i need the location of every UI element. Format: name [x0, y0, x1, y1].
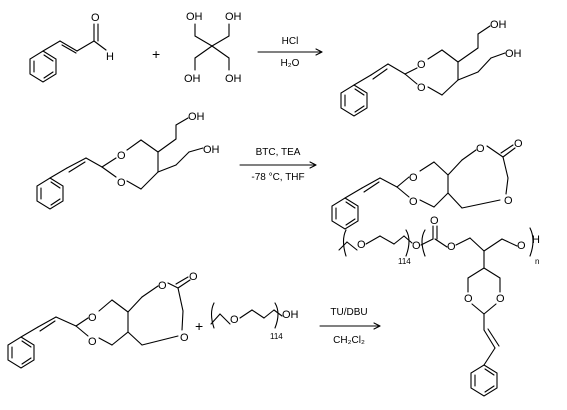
reaction-arrow-2: BTC, TEA -78 °C, THF: [239, 147, 317, 183]
reaction-3-solvent: CH₂Cl₂: [333, 335, 365, 346]
polymer-repeat-count: n: [535, 257, 539, 266]
ring-oxygen-label: O: [417, 82, 426, 94]
plus-sign-2: +: [195, 318, 203, 334]
reaction-arrow-3: TU/DBU CH₂Cl₂: [319, 307, 381, 346]
peg-reactant: O 114 OH: [210, 302, 299, 341]
hydroxyl-label: OH: [188, 111, 205, 123]
reaction-1-reagent: HCl: [282, 36, 299, 47]
cinnamaldehyde: O H: [29, 12, 114, 83]
ring-oxygen-label: O: [117, 150, 126, 162]
ring-oxygen-label: O: [88, 312, 97, 324]
peg-oxygen-label: O: [357, 239, 366, 251]
carbonyl-oxygen-label: O: [514, 138, 523, 150]
hydroxyl-label: OH: [490, 19, 507, 31]
reaction-3-catalyst: TU/DBU: [330, 307, 367, 318]
diol-acetal-reactant: O O OH OH: [36, 111, 220, 210]
cyclic-carbonate-product: O O O O O: [331, 138, 523, 230]
carbonyl-oxygen-label: O: [189, 271, 198, 283]
chain-oxygen-label: O: [517, 240, 526, 252]
ring-oxygen-label: O: [496, 293, 505, 305]
peg-oxygen-label: O: [230, 314, 239, 326]
pentaerythritol-oh-2: OH: [225, 11, 242, 23]
ring-oxygen-label: O: [417, 59, 426, 71]
carbonate-oxygen-label: O: [158, 280, 167, 292]
ring-oxygen-label: O: [409, 196, 418, 208]
peg-repeat-count: 114: [270, 332, 283, 341]
ring-oxygen-label: O: [117, 177, 126, 189]
reaction-1-solvent: H₂O: [281, 58, 300, 69]
carbonyl-oxygen-label: O: [430, 215, 439, 227]
ring-oxygen-label: O: [409, 172, 418, 184]
ring-oxygen-label: O: [464, 293, 473, 305]
hydroxyl-label: OH: [203, 144, 220, 156]
terminal-hydrogen-label: H: [532, 234, 540, 246]
pentaerythritol-oh-4: OH: [225, 73, 242, 85]
pentaerythritol-oh-3: OH: [184, 73, 201, 85]
reaction-2-conditions: -78 °C, THF: [251, 172, 304, 183]
plus-sign-1: +: [152, 46, 160, 62]
carbonate-oxygen-label: O: [447, 241, 456, 253]
aldehyde-hydrogen-label: H: [106, 51, 114, 63]
carbonate-oxygen-label: O: [180, 332, 189, 344]
peg-hydroxyl-label: OH: [282, 309, 299, 321]
reaction-arrow-1: HCl H₂O: [257, 36, 323, 69]
cyclic-carbonate-reactant: O O O O O: [7, 271, 198, 369]
ring-oxygen-label: O: [88, 336, 97, 348]
reaction-2-reagent: BTC, TEA: [256, 147, 301, 158]
pentaerythritol-oh-1: OH: [186, 11, 203, 23]
hydroxyl-label: OH: [505, 48, 522, 60]
peg-block-repeat-count: 114: [398, 257, 411, 266]
block-copolymer-product: O 114 O O O O n H O O: [338, 215, 540, 397]
carbonate-oxygen-label: O: [504, 195, 513, 207]
pentaerythritol: OH OH OH OH: [184, 11, 242, 85]
product-diol-acetal: O O OH OH: [340, 19, 522, 117]
carbonate-oxygen-label: O: [476, 143, 485, 155]
aldehyde-oxygen-label: O: [91, 12, 100, 24]
linker-oxygen-label: O: [412, 240, 421, 252]
